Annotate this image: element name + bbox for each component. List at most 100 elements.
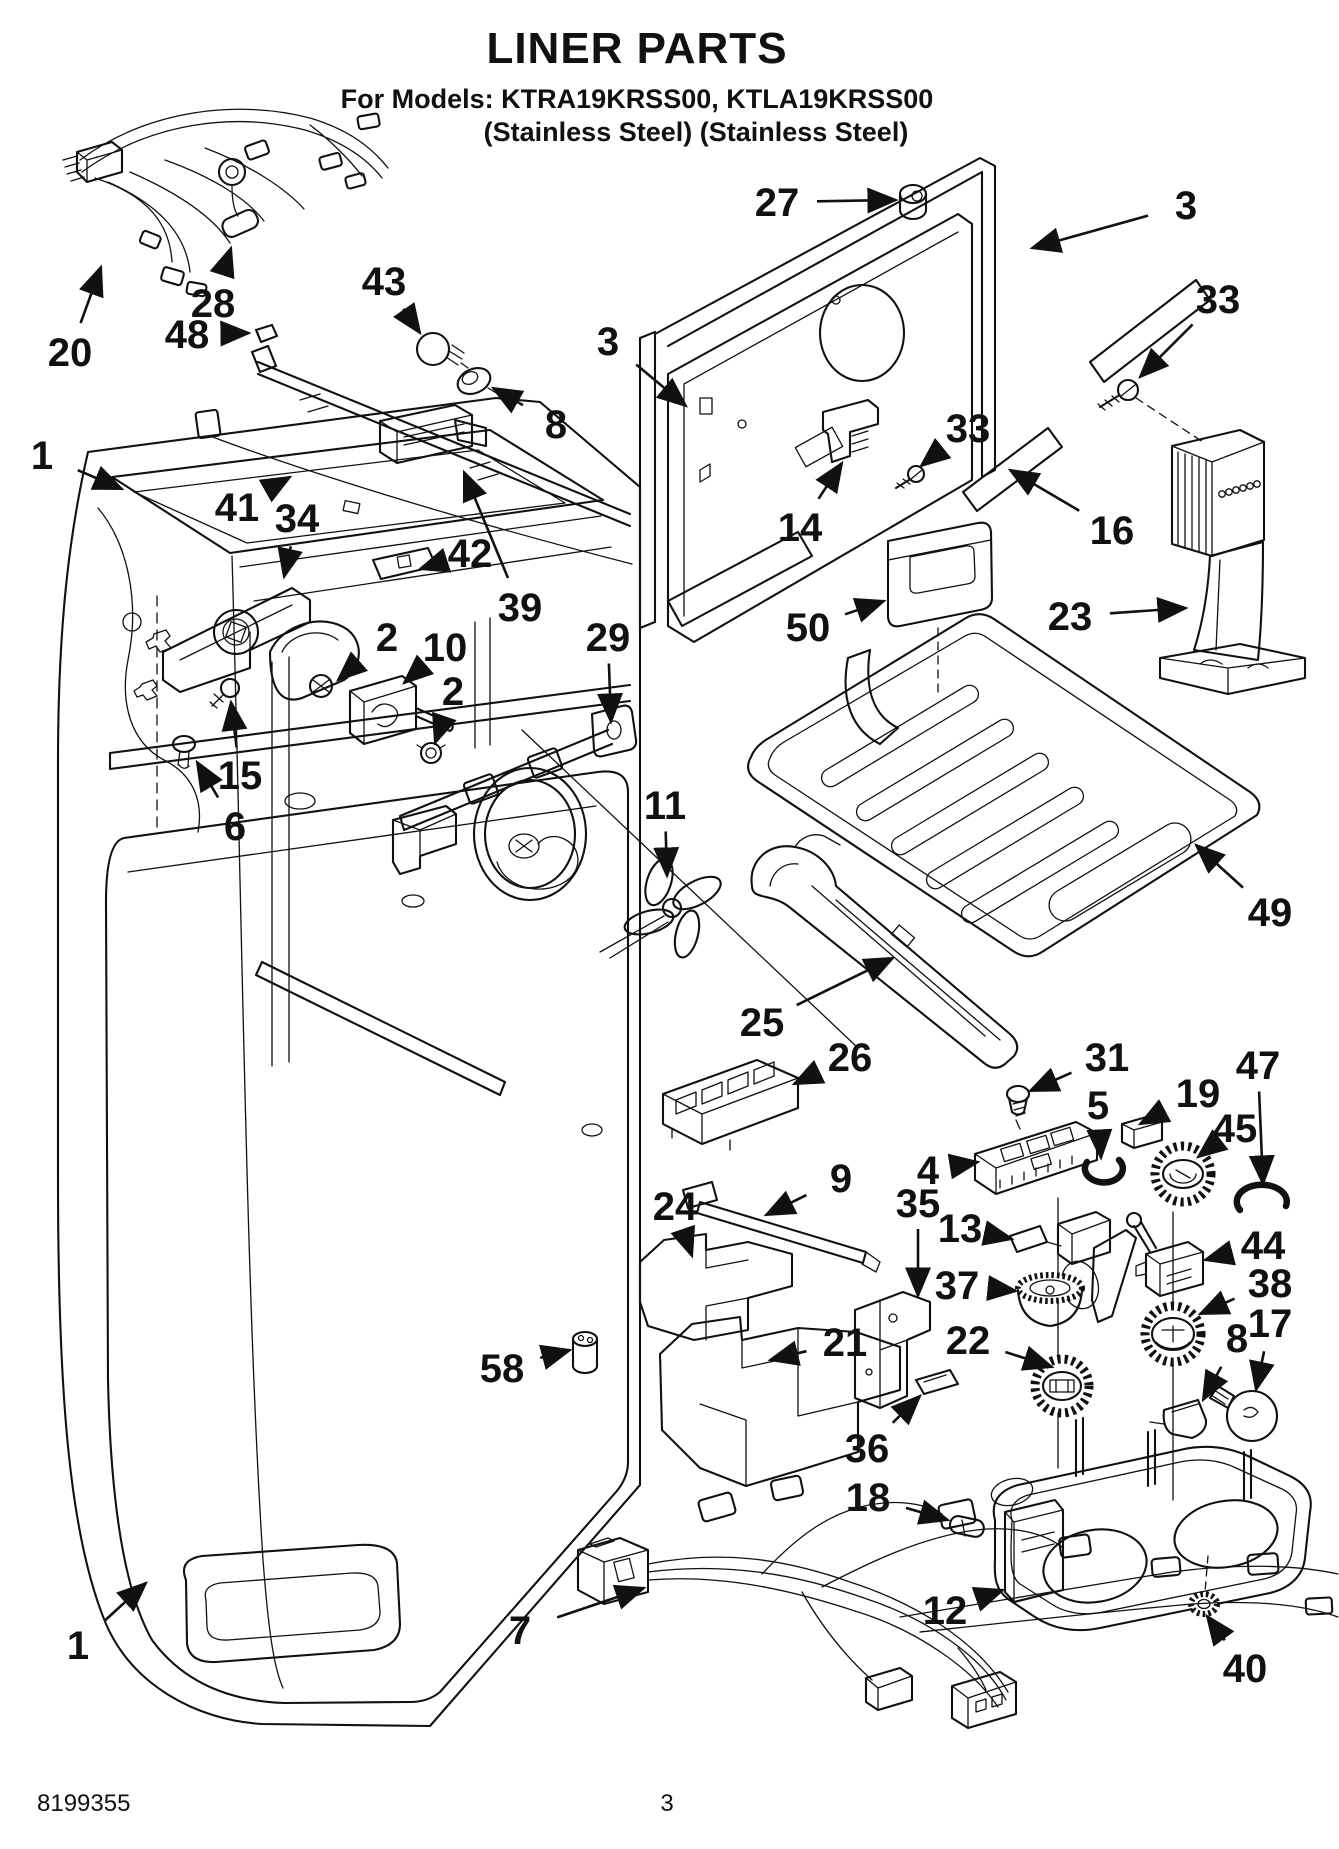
callout-label-18-42: 42	[448, 532, 493, 576]
callout-label-24-6: 6	[224, 805, 246, 849]
callout-arrow-47-36	[890, 1394, 922, 1426]
callout-label-12-50: 50	[786, 606, 831, 650]
callout-arrow-1-28	[209, 245, 235, 280]
callout-label-42-17: 17	[1248, 1302, 1293, 1346]
drain-pan-assembly	[948, 1416, 1312, 1632]
callout-arrow-41-38	[1197, 1290, 1236, 1316]
callout-arrow-25-11	[653, 831, 680, 879]
callout-arrow-34-47	[1248, 1091, 1275, 1187]
drain-trough	[750, 834, 1019, 1069]
callout-label-11-16: 16	[1090, 509, 1135, 553]
defrost-tray	[747, 613, 1261, 958]
callout-label-22-2: 2	[442, 670, 464, 714]
callout-arrow-28-26	[791, 1059, 826, 1086]
callout-label-51-7: 7	[509, 1609, 531, 1653]
callout-arrow-8-3	[635, 363, 688, 408]
callout-arrow-32-5	[1086, 1128, 1113, 1161]
callout-label-10-33: 33	[946, 407, 991, 451]
callout-label-48-18: 18	[846, 1476, 891, 1520]
callout-arrow-42-17	[1249, 1351, 1275, 1393]
callout-arrow-50-40	[1205, 1613, 1235, 1647]
callout-label-25-11: 11	[644, 784, 686, 828]
callout-arrow-52-1	[104, 1581, 148, 1622]
callout-arrow-46-58	[539, 1344, 573, 1370]
callout-label-23-15: 15	[218, 754, 263, 798]
callout-arrow-20-2	[336, 651, 369, 682]
callout-arrow-29-9	[763, 1190, 807, 1217]
callout-arrow-36-4	[947, 1153, 981, 1180]
callout-arrow-11-16	[1007, 468, 1080, 512]
callout-label-41-38: 38	[1248, 1262, 1293, 1306]
callout-arrow-33-19	[1137, 1099, 1172, 1126]
mounting-plate	[853, 1290, 960, 1410]
doc-number: 8199355	[37, 1790, 131, 1817]
callout-label-28-26: 26	[828, 1036, 873, 1080]
callout-arrow-13-23	[1109, 597, 1189, 623]
callout-arrow-0-20	[79, 264, 104, 324]
page-title: LINER PARTS	[486, 24, 788, 73]
callout-arrow-16-41	[258, 475, 293, 503]
callout-arrow-14-29	[596, 663, 623, 725]
models-line: For Models: KTRA19KRSS00, KTLA19KRSS00	[340, 84, 934, 114]
callout-label-3-43: 43	[362, 260, 407, 304]
callout-label-16-41: 41	[215, 486, 260, 530]
callout-arrow-19-39	[462, 469, 510, 579]
callout-label-50-40: 40	[1223, 1647, 1268, 1691]
callout-arrow-9-14	[815, 460, 844, 500]
control-cluster	[973, 1084, 1291, 1501]
callout-arrow-35-45	[1195, 1129, 1229, 1159]
callout-label-5-27: 27	[755, 181, 800, 225]
callout-label-32-5: 5	[1087, 1084, 1109, 1128]
callout-arrow-21-10	[402, 654, 435, 685]
callout-label-19-39: 39	[498, 586, 543, 630]
callout-arrow-10-33	[918, 437, 952, 468]
ribbed-block	[661, 1058, 800, 1151]
callout-label-15-1: 1	[31, 434, 53, 478]
callout-arrow-4-8	[490, 386, 525, 414]
callout-arrow-51-7	[556, 1584, 647, 1619]
callout-arrow-15-1	[77, 465, 125, 491]
callout-label-45-21: 21	[823, 1321, 868, 1365]
callout-label-37-35: 35	[896, 1182, 941, 1226]
callout-label-39-37: 37	[935, 1264, 980, 1308]
callout-arrow-48-18	[905, 1499, 951, 1525]
roller	[571, 1330, 599, 1375]
callout-arrow-22-2	[432, 711, 457, 746]
callout-arrow-44-22	[1005, 1345, 1055, 1371]
callout-arrow-23-15	[221, 699, 248, 748]
callout-label-43-8: 8	[1226, 1317, 1248, 1361]
page-number: 3	[660, 1790, 674, 1817]
callout-arrow-7-33	[1138, 323, 1194, 379]
callout-arrow-38-13	[981, 1220, 1015, 1246]
callout-label-6-3: 3	[1175, 184, 1197, 228]
callout-arrow-18-42	[417, 547, 452, 573]
callout-label-49-12: 12	[923, 1589, 968, 1633]
callout-label-17-34: 34	[275, 497, 320, 541]
callout-label-0-20: 20	[48, 331, 93, 375]
callout-label-46-58: 58	[480, 1347, 525, 1391]
evaporator-panel-assembly	[638, 156, 1212, 746]
callout-label-2-48: 48	[165, 313, 210, 357]
callout-arrow-30-24	[670, 1224, 696, 1259]
callout-label-8-3: 3	[597, 320, 619, 364]
callout-label-33-19: 19	[1176, 1072, 1221, 1116]
callout-label-44-22: 22	[946, 1319, 991, 1363]
callout-arrow-31-31	[1027, 1067, 1073, 1093]
tube-damper-assembly	[194, 323, 633, 581]
callout-label-31-31: 31	[1085, 1036, 1130, 1080]
liner-shell	[56, 396, 859, 1728]
callout-label-21-10: 10	[423, 626, 468, 670]
callout-label-20-2: 2	[376, 616, 398, 660]
callout-label-34-47: 47	[1236, 1044, 1281, 1088]
callout-arrow-6-3	[1029, 214, 1149, 253]
callout-arrow-5-27	[816, 187, 899, 214]
callout-label-27-25: 25	[740, 1001, 785, 1045]
foam-duct-upper	[638, 1232, 794, 1342]
callout-label-29-9: 9	[830, 1157, 852, 1201]
callout-arrow-26-49	[1194, 843, 1244, 889]
callout-arrow-27-25	[796, 956, 896, 1007]
finish-line: (Stainless Steel) (Stainless Steel)	[483, 117, 909, 147]
callout-arrow-39-37	[986, 1275, 1019, 1301]
